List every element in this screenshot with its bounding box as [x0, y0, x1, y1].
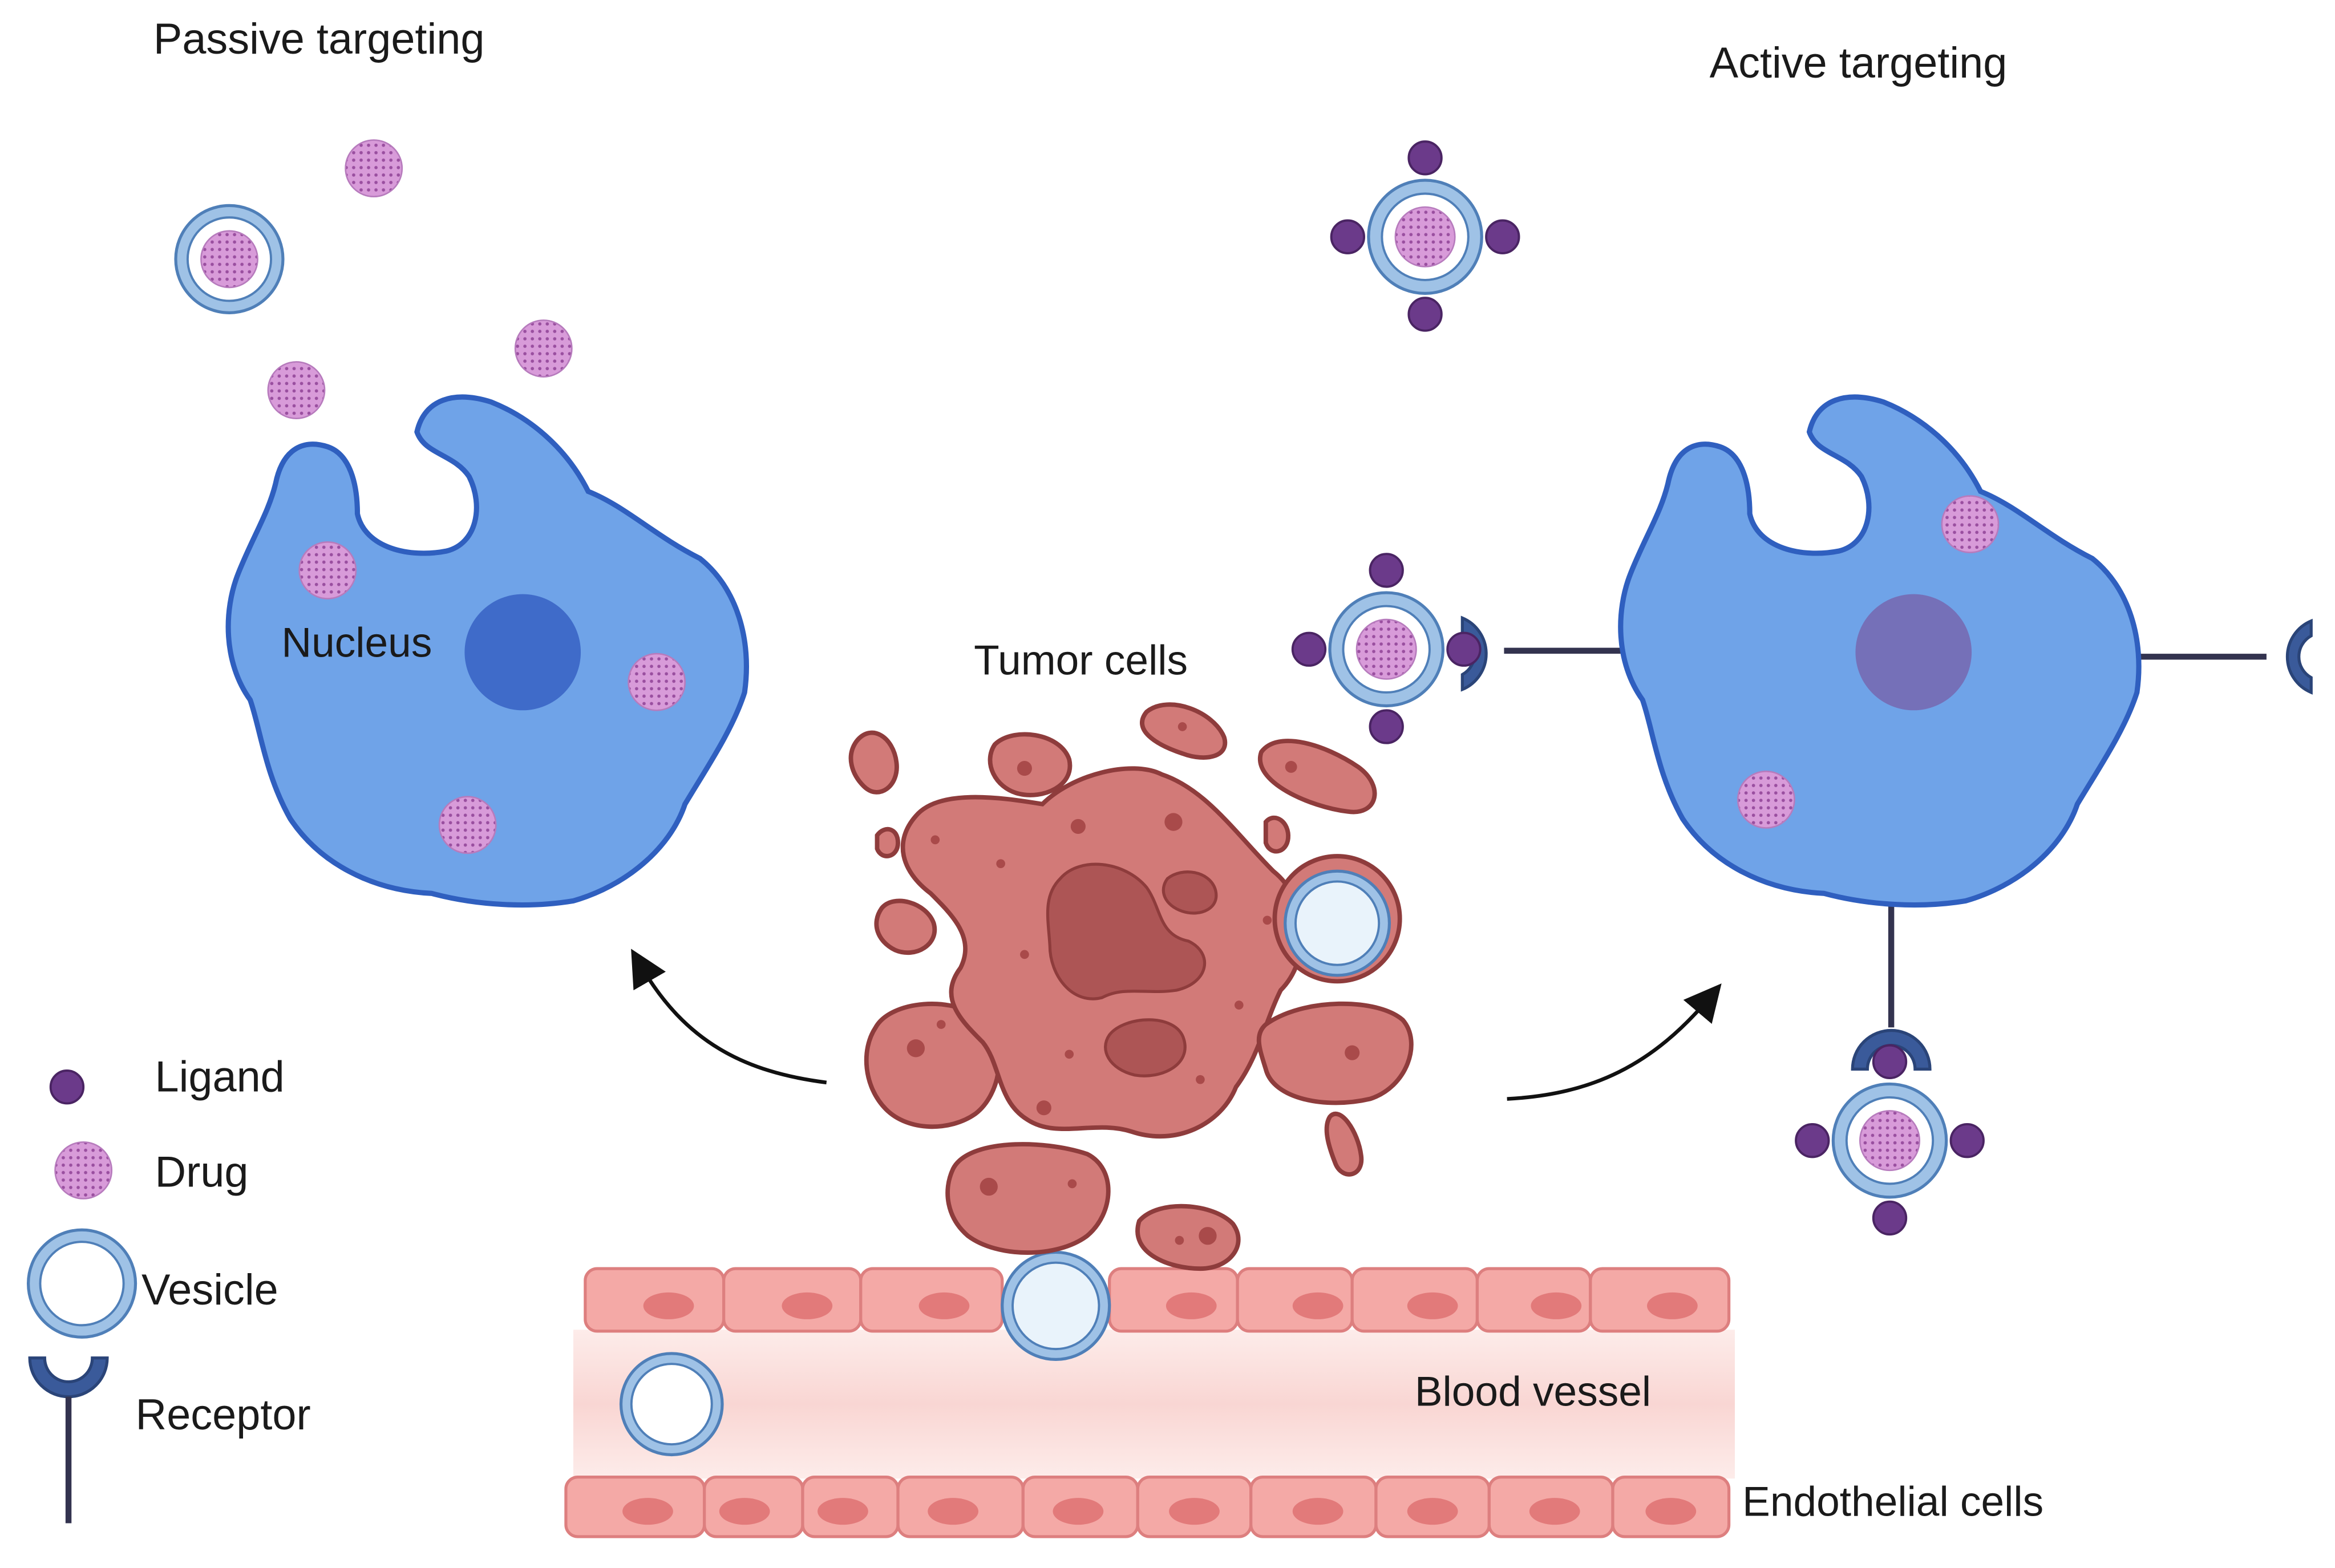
tumor-fragment — [1263, 815, 1290, 854]
vesicle-in-vessel — [619, 1352, 724, 1457]
tumor-fragment — [1135, 1204, 1241, 1271]
tumor-cluster: Tumor cells — [848, 638, 1414, 1271]
legend-receptor-label: Receptor — [136, 1391, 311, 1439]
drug-particle — [267, 361, 326, 419]
legend-vesicle-icon — [26, 1228, 137, 1339]
tumor-main-inclusion — [1104, 1018, 1187, 1077]
tumor-fragment — [1258, 739, 1377, 815]
ligand — [1330, 219, 1366, 254]
active-cell-nucleus — [1855, 594, 1972, 711]
active-free-vesicle — [1330, 140, 1520, 332]
legend-drug-icon — [54, 1141, 113, 1200]
legend-receptor-icon — [28, 1356, 109, 1524]
active-targeting-title: Active targeting — [1710, 39, 2008, 87]
endothelial-row-top — [584, 1267, 1731, 1333]
drug-particle — [345, 139, 403, 198]
legend-vesicle-label: Vesicle — [141, 1266, 278, 1314]
passive-target-cell: Nucleus — [225, 394, 749, 908]
active-target-cell — [1460, 394, 2313, 1071]
drug-particle — [298, 541, 357, 599]
legend-drug-label: Drug — [155, 1148, 248, 1197]
tumor-cells-label: Tumor cells — [974, 638, 1188, 684]
endothelial-cells-label: Endothelial cells — [1742, 1478, 2043, 1525]
legend-ligand-label: Ligand — [155, 1053, 284, 1101]
blood-vessel-label: Blood vessel — [1415, 1368, 1651, 1415]
ligand — [1446, 631, 1482, 667]
ligand — [1369, 709, 1404, 744]
drug-particle — [514, 319, 573, 378]
legend: Ligand Drug Vesicle Receptor — [26, 1053, 311, 1524]
passive-cell-nucleus — [464, 594, 581, 711]
receptor-cup — [2285, 618, 2313, 695]
tumor-fragment — [875, 826, 900, 858]
ligand — [1795, 1123, 1830, 1158]
arrow-to-active — [1507, 983, 1722, 1101]
ligand — [1872, 1044, 1908, 1079]
passive-targeting-title: Passive targeting — [153, 15, 485, 63]
vesicle-at-tumor — [1272, 854, 1402, 984]
ligand — [1485, 219, 1520, 254]
tumor-main-core — [1046, 862, 1206, 1000]
tumor-fragment — [1324, 1111, 1364, 1177]
drug-particle — [1941, 495, 2000, 553]
tumor-fragment — [874, 898, 937, 955]
vesicle-extravasating — [1001, 1250, 1111, 1362]
tumor-fragment — [945, 1142, 1111, 1255]
legend-ligand-icon — [49, 1069, 85, 1105]
bound-vesicle-bottom — [1795, 1044, 1985, 1236]
bound-vesicle-left — [1291, 553, 1482, 744]
ligand — [1872, 1200, 1908, 1236]
drug-particle — [628, 653, 686, 711]
passive-free-drugs — [174, 139, 573, 419]
ligand — [1407, 297, 1443, 332]
drug-loaded-vesicle — [174, 204, 285, 314]
arrow-to-passive — [631, 949, 827, 1085]
tumor-fragment — [848, 730, 899, 795]
nucleus-label: Nucleus — [281, 619, 432, 666]
drug-particle — [438, 796, 497, 854]
ligand — [1407, 140, 1443, 176]
vessel-lumen — [573, 1330, 1735, 1479]
ligand — [1369, 553, 1404, 588]
drug-particle — [1737, 771, 1795, 829]
ligand — [1949, 1123, 1985, 1158]
endothelial-row-bottom — [564, 1475, 1731, 1538]
tumor-fragment — [1140, 702, 1228, 760]
tumor-main-inclusion — [1162, 870, 1218, 915]
tumor-fragment — [1256, 1001, 1414, 1105]
ligand — [1291, 631, 1327, 667]
blood-vessel: Blood vessel Endothelial cells — [564, 1250, 2043, 1538]
tumor-fragment — [864, 1002, 1002, 1129]
